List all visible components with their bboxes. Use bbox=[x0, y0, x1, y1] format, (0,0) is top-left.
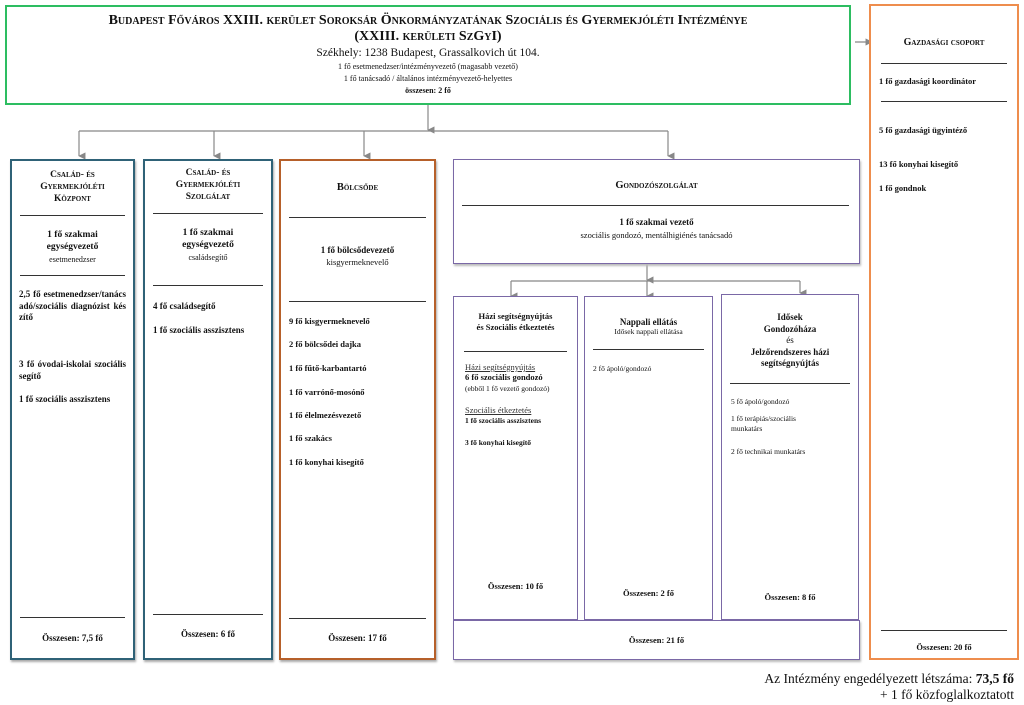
institution-address: Székhely: 1238 Budapest, Grassalkovich ú… bbox=[316, 47, 540, 59]
nursery-staff-item: 1 fő varrónő-mosónő bbox=[289, 387, 365, 397]
institution-header-box: Budapest Főváros XXIII. kerület Soroksár… bbox=[5, 5, 851, 105]
economic-total: Összesen: 20 fő bbox=[916, 642, 972, 652]
approved-headcount: Az Intézmény engedélyezett létszáma: 73,… bbox=[764, 671, 1014, 686]
elderly-home-staff-item: 5 fő ápoló/gondozó bbox=[731, 397, 790, 406]
home-help-subheading: Házi segítségnyújtás bbox=[465, 362, 536, 372]
family-service-leader-role: családsegítő bbox=[188, 253, 228, 262]
divider bbox=[730, 383, 850, 384]
elderly-home-staff-item: 1 fő terápiás/szociális munkatárs bbox=[731, 414, 796, 433]
institution-short-name: (XXIII. kerületi SzGyI) bbox=[354, 29, 502, 44]
day-care-title: Nappali ellátás bbox=[619, 317, 678, 327]
day-care-total: Összesen: 2 fő bbox=[623, 588, 674, 598]
divider bbox=[881, 630, 1007, 631]
care-service-total-box: Összesen: 21 fő bbox=[453, 620, 860, 660]
divider bbox=[462, 205, 849, 206]
care-service-leader-role: szociális gondozó, mentálhigiénés tanács… bbox=[580, 230, 733, 240]
divider bbox=[153, 614, 263, 615]
economic-staff-item: 13 fő konyhai kisegítő bbox=[879, 159, 959, 169]
elderly-home-box: Idősek Gondozóháza és Jelzőrendszeres há… bbox=[721, 294, 859, 620]
care-service-title: Gondozószolgálat bbox=[615, 180, 698, 191]
economic-staff-item: 1 fő gondnok bbox=[879, 183, 927, 193]
top-staff-line: 1 fő tanácsadó / általános intézményveze… bbox=[343, 74, 513, 83]
nursery-leader-role: kisgyermeknevelő bbox=[326, 257, 389, 267]
elderly-home-title: Idősek Gondozóháza és Jelzőrendszeres há… bbox=[750, 312, 830, 368]
public-worker-note: + 1 fő közfoglalkoztatott bbox=[880, 687, 1014, 702]
divider bbox=[153, 213, 263, 214]
divider bbox=[289, 217, 426, 218]
nursery-leader: 1 fő bölcsődevezető bbox=[320, 245, 395, 255]
care-service-box: Gondozószolgálat 1 fő szakmai vezető szo… bbox=[453, 159, 860, 264]
day-care-staff-item: 2 fő ápoló/gondozó bbox=[593, 364, 652, 373]
meals-staff: 3 fő konyhai kisegítő bbox=[465, 438, 532, 447]
meals-staff: 1 fő szociális asszisztens bbox=[465, 416, 542, 425]
divider bbox=[464, 351, 567, 352]
elderly-home-total: Összesen: 8 fő bbox=[764, 592, 816, 602]
family-center-staff-item: 2,5 fő esetmenedzser/tanácsadó/szociális… bbox=[19, 289, 126, 322]
day-care-box: Nappali ellátás Idősek nappali ellátása … bbox=[584, 296, 713, 620]
institution-title: Budapest Főváros XXIII. kerület Soroksár… bbox=[108, 13, 748, 28]
family-service-staff-item: 4 fő családsegítő bbox=[153, 301, 216, 311]
nursery-title: Bölcsőde bbox=[336, 182, 379, 193]
care-service-leader: 1 fő szakmai vezető bbox=[619, 217, 694, 227]
divider bbox=[593, 349, 704, 350]
family-service-staff-item: 1 fő szociális asszisztens bbox=[153, 325, 245, 335]
nursery-staff-item: 1 fő fűtő-karbantartó bbox=[289, 363, 367, 373]
family-service-title: Család- és Gyermekjóléti Szolgálat bbox=[175, 168, 241, 202]
family-service-leader: 1 fő szakmai egységvezető bbox=[182, 228, 234, 250]
home-help-total: Összesen: 10 fő bbox=[487, 581, 544, 591]
home-help-title: Házi segítségnyújtás és Szociális étkezt… bbox=[476, 311, 555, 332]
family-center-box: Család- és Gyermekjóléti Központ 1 fő sz… bbox=[10, 159, 135, 660]
divider bbox=[289, 301, 426, 302]
divider bbox=[881, 101, 1007, 102]
economic-group-box: Gazdasági csoport 1 fő gazdasági koordin… bbox=[869, 4, 1019, 660]
family-center-title: Család- és Gyermekjóléti Központ bbox=[40, 170, 105, 204]
divider bbox=[289, 618, 426, 619]
divider bbox=[20, 275, 125, 276]
home-help-note: (ebből 1 fő vezető gondozó) bbox=[465, 384, 550, 393]
economic-leader: 1 fő gazdasági koordinátor bbox=[879, 76, 977, 86]
nursery-box: Bölcsőde 1 fő bölcsődevezető kisgyermekn… bbox=[279, 159, 436, 660]
economic-group-title: Gazdasági csoport bbox=[903, 37, 985, 48]
divider bbox=[20, 215, 125, 216]
family-service-box: Család- és Gyermekjóléti Szolgálat 1 fő … bbox=[143, 159, 273, 660]
day-care-subtitle: Idősek nappali ellátása bbox=[614, 327, 683, 336]
nursery-staff-item: 2 fő bölcsődei dajka bbox=[289, 339, 362, 349]
home-help-box: Házi segítségnyújtás és Szociális étkezt… bbox=[453, 296, 578, 620]
family-center-staff-item: 3 fő óvodai-iskolai szociális segítő bbox=[19, 359, 126, 381]
elderly-home-staff-item: 2 fő technikai munkatárs bbox=[731, 447, 806, 456]
economic-staff-item: 5 fő gazdasági ügyintéző bbox=[879, 125, 968, 135]
family-center-leader-role: esetmenedzser bbox=[49, 255, 96, 264]
top-total: összesen: 2 fő bbox=[405, 86, 451, 95]
family-service-total: Összesen: 6 fő bbox=[181, 629, 235, 639]
nursery-staff-item: 1 fő konyhai kisegítő bbox=[289, 457, 364, 467]
family-center-staff-item: 1 fő szociális asszisztens bbox=[19, 394, 111, 404]
family-center-total: Összesen: 7,5 fő bbox=[42, 633, 103, 643]
nursery-staff-item: 1 fő szakács bbox=[289, 433, 332, 443]
home-help-staff: 6 fő szociális gondozó bbox=[465, 372, 543, 382]
divider bbox=[153, 285, 263, 286]
divider bbox=[881, 63, 1007, 64]
family-center-leader: 1 fő szakmai egységvezető bbox=[46, 230, 99, 252]
nursery-staff-item: 1 fő élelmezésvezető bbox=[289, 410, 362, 420]
divider bbox=[20, 617, 125, 618]
nursery-staff-item: 9 fő kisgyermeknevelő bbox=[289, 316, 370, 326]
nursery-total: Összesen: 17 fő bbox=[328, 633, 387, 643]
care-service-total: Összesen: 21 fő bbox=[628, 635, 685, 645]
top-staff-line: 1 fő esetmenedzser/intézményvezető (maga… bbox=[338, 62, 518, 71]
meals-subheading: Szociális étkeztetés bbox=[465, 405, 532, 415]
